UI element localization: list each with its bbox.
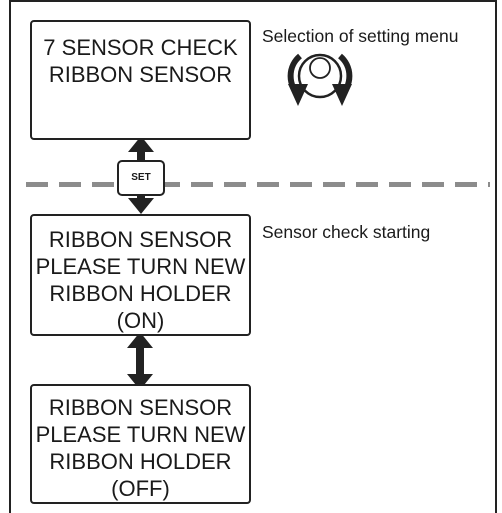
screen-line: RIBBON SENSOR: [48, 227, 233, 252]
screen-line: RIBBON HOLDER: [49, 449, 232, 474]
screen-line: RIBBON SENSOR: [48, 62, 233, 87]
screen-line: (OFF): [111, 476, 170, 501]
dashed-separator: [26, 182, 490, 187]
lcd-screen-sensor-check: 7 SENSOR CHECK RIBBON SENSOR: [30, 20, 251, 140]
screen-line: RIBBON HOLDER: [49, 281, 232, 306]
screen-line: 7 SENSOR CHECK: [43, 35, 238, 60]
screen-line: PLEASE TURN NEW: [35, 254, 246, 279]
diagram-frame: [9, 0, 497, 513]
lcd-screen-ribbon-on: RIBBON SENSOR PLEASE TURN NEW RIBBON HOL…: [30, 214, 251, 336]
note-selection-of-setting-menu: Selection of setting menu: [262, 26, 459, 46]
rotary-dial-icon: [287, 53, 353, 106]
screen-line: RIBBON SENSOR: [48, 395, 233, 420]
screen-line: (ON): [116, 308, 165, 333]
note-sensor-check-starting: Sensor check starting: [262, 222, 431, 242]
set-key-button[interactable]: SET: [117, 160, 165, 196]
screen-line: PLEASE TURN NEW: [35, 422, 246, 447]
on-off-double-arrow-icon: [127, 332, 153, 390]
lcd-screen-ribbon-off: RIBBON SENSOR PLEASE TURN NEW RIBBON HOL…: [30, 384, 251, 504]
